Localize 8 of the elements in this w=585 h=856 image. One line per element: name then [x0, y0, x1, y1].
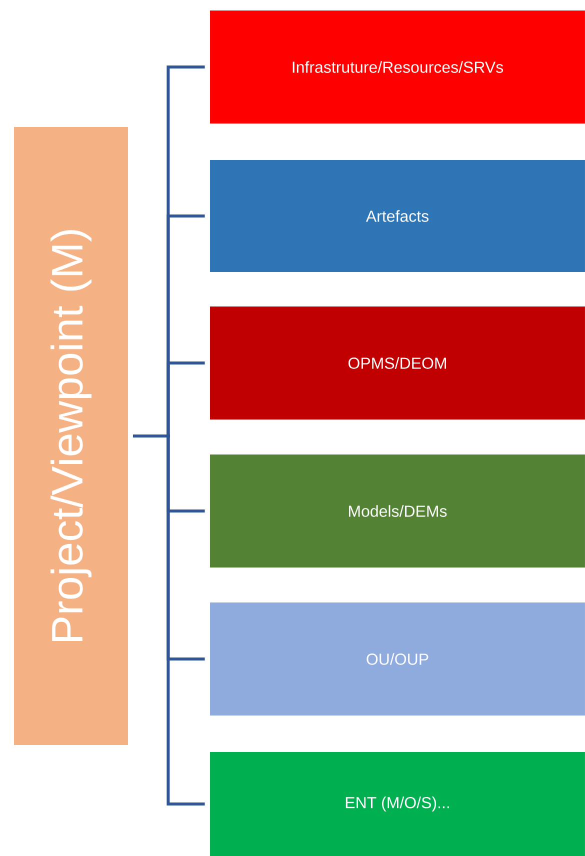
category-box: Infrastruture/Resources/SRVs: [210, 10, 585, 124]
category-box: OPMS/DEOM: [210, 306, 585, 420]
category-box: ENT (M/O/S)...: [210, 752, 585, 856]
category-box: Models/DEMs: [210, 454, 585, 568]
category-box: OU/OUP: [210, 602, 585, 716]
category-box: Artefacts: [210, 160, 585, 272]
vertical-title-box: Project/Viewpoint (M): [14, 127, 128, 745]
connector-line: [133, 434, 205, 806]
